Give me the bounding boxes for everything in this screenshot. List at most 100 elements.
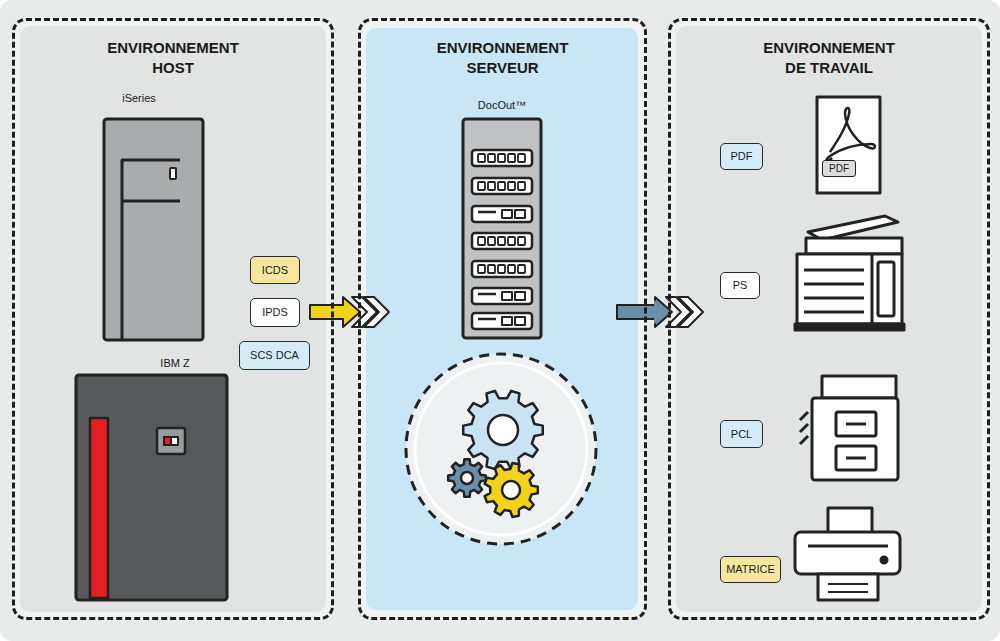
- rack-slot: [478, 211, 496, 214]
- output-format-box: PS: [720, 272, 760, 299]
- copier-icon: [804, 283, 864, 286]
- laser-printer-icon: [836, 412, 876, 436]
- rack-slot: [472, 233, 532, 249]
- laser-printer-icon: [822, 376, 896, 398]
- laser-printer-icon: [812, 398, 898, 480]
- rack-slot: [478, 293, 496, 296]
- server-rack: [463, 119, 541, 338]
- process-circle: [406, 354, 596, 544]
- matrix-printer-icon: [795, 532, 900, 574]
- laser-printer-icon: [800, 424, 808, 432]
- rack-slot: [472, 206, 532, 222]
- panel-ground: [13, 19, 989, 619]
- icon-tag: PDF: [822, 160, 856, 177]
- rack-slot: [498, 265, 505, 273]
- ibm-z-mainframe: [90, 418, 108, 598]
- format-box: ICDS: [250, 256, 300, 284]
- output-format-box: MATRICE: [720, 556, 781, 583]
- environment-panel: ENVIRONNEMENT DE TRAVAILPDFPSPCLMATRICE: [668, 18, 990, 620]
- panel-ground: [676, 26, 982, 612]
- ibm-z-mainframe: [157, 428, 185, 454]
- rack-slot: [508, 237, 515, 245]
- device-label: DocOut™: [478, 99, 526, 112]
- format-label: PCL: [731, 428, 752, 441]
- panel-title: ENVIRONNEMENT SERVEUR: [428, 38, 578, 78]
- format-label: SCS DCA: [250, 349, 299, 362]
- format-label: ICDS: [262, 264, 288, 277]
- rack-slot: [478, 154, 485, 162]
- copier-icon: [804, 311, 864, 314]
- laser-printer-icon: [800, 376, 898, 480]
- matrix-printer-icon: [828, 591, 868, 593]
- copier-icon: [795, 216, 904, 330]
- environment-panel: ENVIRONNEMENT HOST ICDS IPDS SCS DCA: [12, 18, 334, 620]
- flow-connector: [647, 306, 654, 318]
- ibm-z-mainframe: [164, 437, 171, 445]
- rack-slot: [498, 237, 505, 245]
- gear: [448, 459, 486, 497]
- format-label: PDF: [731, 150, 753, 163]
- rack-slot: [518, 265, 525, 273]
- ibm-z-mainframe: [76, 375, 227, 600]
- panel-ground: [366, 28, 638, 610]
- server-rack: [472, 150, 532, 329]
- rack-slot: [472, 150, 532, 166]
- copier-icon: [808, 216, 898, 240]
- iseries-tower: [104, 119, 203, 340]
- gear-hole: [461, 472, 473, 484]
- panel-ground: [20, 26, 326, 612]
- flow-connector: [334, 306, 344, 318]
- rack-slot: [478, 265, 485, 273]
- process-circle: [406, 354, 596, 544]
- format-box: IPDS: [250, 298, 300, 327]
- ibm-z-mainframe: [164, 437, 178, 445]
- rack-slot: [478, 318, 496, 321]
- output-format-box: PDF: [720, 143, 763, 170]
- output-format-box: PCL: [720, 420, 763, 448]
- rack-slot: [518, 182, 525, 190]
- matrix-printer-icon: [818, 574, 878, 600]
- rack-slot: [508, 265, 515, 273]
- iseries-tower: [122, 200, 180, 203]
- format-arrow: [310, 297, 389, 327]
- rack-slot: [472, 261, 532, 277]
- copier-icon: [878, 262, 894, 316]
- copier-icon: [804, 269, 864, 272]
- copier-icon: [795, 324, 904, 330]
- rack-slot: [472, 178, 532, 194]
- panel-ground: [669, 19, 989, 619]
- pdf-document-icon: [817, 97, 880, 193]
- output-arrow: [678, 297, 703, 327]
- rack-slot: [472, 288, 532, 304]
- laser-printer-icon: [846, 423, 866, 426]
- format-box: SCS DCA: [239, 341, 310, 370]
- rack-slot: [508, 182, 515, 190]
- rack-slot: [518, 237, 525, 245]
- gear-hole: [488, 415, 518, 445]
- gear-hole: [502, 481, 520, 499]
- format-arrow: [364, 297, 389, 327]
- device-label: IBM Z: [160, 357, 189, 370]
- matrix-printer-icon: [808, 545, 888, 548]
- copier-icon: [804, 297, 864, 300]
- matrix-printer-icon: [828, 508, 872, 534]
- rack-slot: [515, 292, 525, 300]
- pdf-document-icon: [826, 108, 875, 161]
- laser-printer-icon: [846, 457, 866, 460]
- rack-slot: [502, 210, 512, 218]
- rack-slot: [488, 182, 495, 190]
- format-label: IPDS: [262, 306, 288, 319]
- iseries-tower: [104, 119, 203, 340]
- rack-slot: [478, 182, 485, 190]
- rack-slot: [472, 313, 532, 329]
- rack-slot: [488, 154, 495, 162]
- matrix-printer-icon: [881, 557, 887, 563]
- gear: [485, 463, 538, 517]
- rack-slot: [502, 292, 512, 300]
- ibm-z-mainframe: [76, 375, 227, 600]
- device-label: iSeries: [122, 92, 156, 105]
- laser-printer-icon: [836, 446, 876, 470]
- panel-title: ENVIRONNEMENT HOST: [98, 38, 248, 78]
- server-rack: [463, 119, 541, 338]
